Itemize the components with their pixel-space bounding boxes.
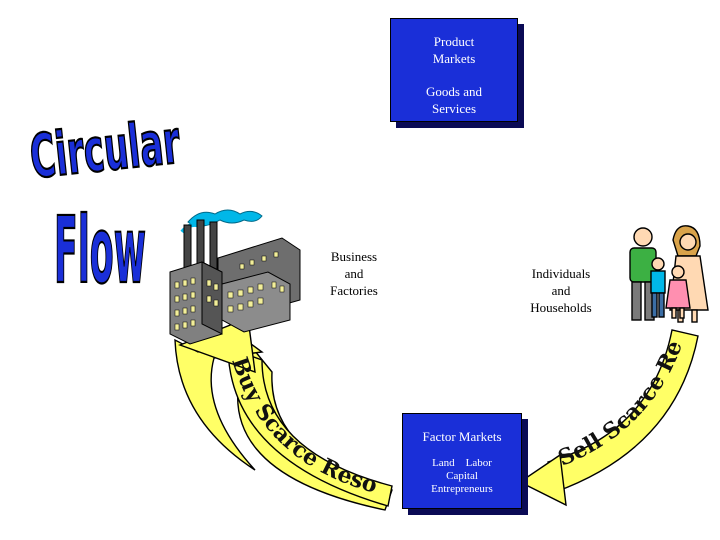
factor-markets-capital: Capital: [446, 470, 478, 482]
factor-markets-title: Factor Markets: [422, 429, 502, 444]
factor-markets-entrepreneurs: Entrepreneurs: [431, 483, 493, 495]
factory-icon: [169, 209, 301, 345]
households-label-line1: Individuals: [531, 266, 591, 281]
households-label: Individuals and Households: [516, 265, 606, 316]
factor-markets-land-labor: Land Labor: [432, 457, 492, 469]
title-word-flow: Flow: [54, 197, 146, 304]
product-markets-title-line2: Markets: [432, 51, 476, 66]
product-markets-box: Product Markets Goods and Services: [390, 18, 518, 122]
product-markets-goods-line1: Goods and: [426, 84, 482, 99]
business-label-line1: Business: [330, 249, 378, 264]
business-label: Business and Factories: [316, 248, 392, 299]
product-markets-title-line1: Product: [433, 34, 475, 49]
business-label-line2: and: [344, 266, 364, 281]
business-label-line3: Factories: [330, 283, 378, 298]
product-markets-goods-line2: Services: [431, 101, 477, 116]
households-label-line2: and: [551, 283, 571, 298]
title-graphic: Circular Flow: [26, 106, 185, 305]
title-word-circular: Circular: [27, 107, 184, 192]
factor-markets-box: Factor Markets Land Labor Capital Entrep…: [402, 413, 522, 509]
family-icon: [629, 225, 709, 323]
households-label-line3: Households: [530, 300, 592, 315]
